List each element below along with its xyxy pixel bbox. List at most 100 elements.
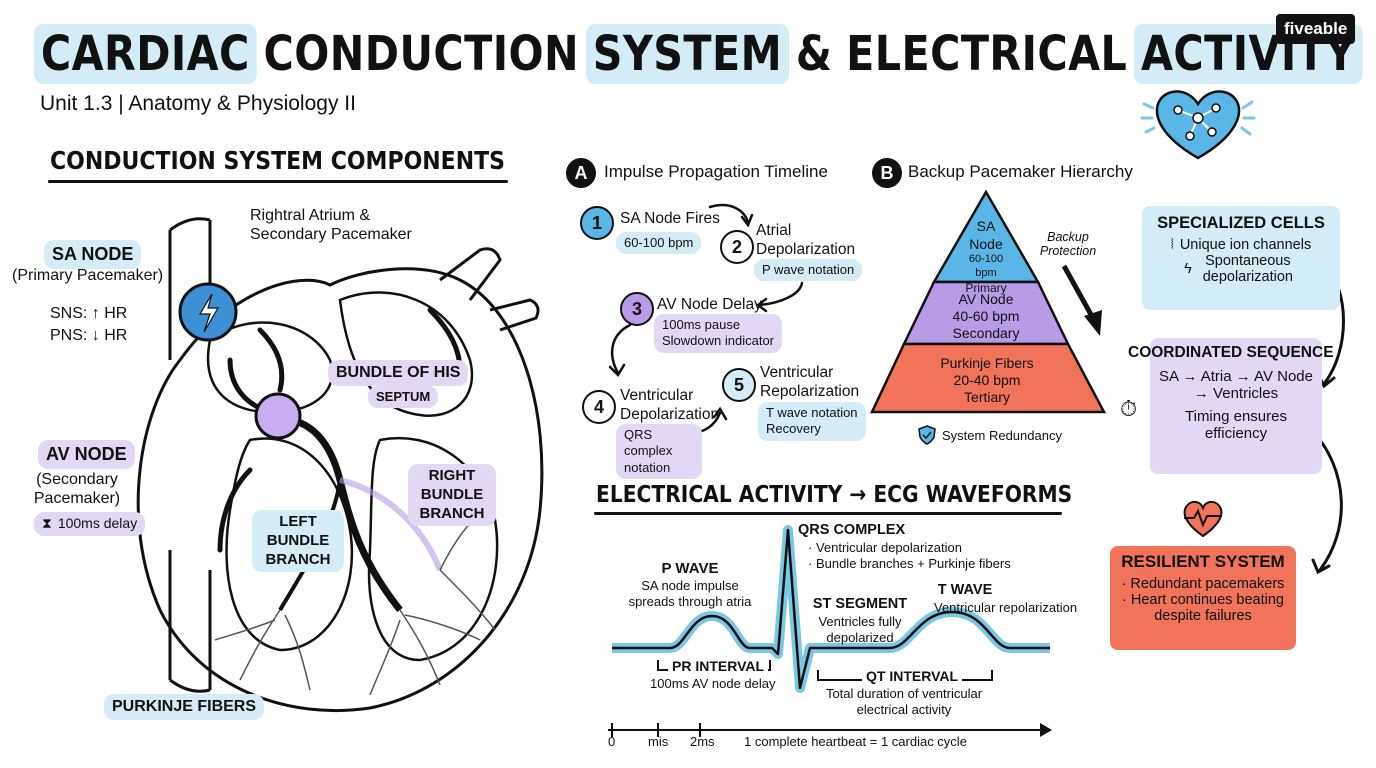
step-2-note: P wave notation bbox=[754, 259, 863, 282]
axis-caption: 1 complete heartbeat = 1 cardiac cycle bbox=[744, 734, 967, 749]
st-desc: Ventricles fully depolarized bbox=[818, 614, 902, 646]
ecg-heading: ELECTRICAL ACTIVITY → ECG WAVEFORMS bbox=[596, 482, 1073, 508]
redundancy-text: System Redundancy bbox=[942, 427, 1062, 443]
tier-2-line-1: AV Node bbox=[958, 291, 1014, 307]
right-bundle-label: RIGHT BUNDLE BRANCH bbox=[408, 464, 496, 527]
pr-title: PR INTERVAL bbox=[668, 658, 769, 674]
step-1-title: SA Node Fires bbox=[620, 210, 720, 227]
heart-diagram bbox=[136, 217, 544, 712]
backup-note: Backup Protection bbox=[1039, 230, 1097, 258]
qrs-item-2: · Bundle branches + Purkinje fibers bbox=[808, 556, 1011, 571]
av-node-subtitle: (Secondary Pacemaker) bbox=[33, 471, 121, 508]
qt-title: QT INTERVAL bbox=[862, 668, 963, 684]
components-heading: CONDUCTION SYSTEM COMPONENTS bbox=[50, 146, 505, 175]
hourglass-icon: ⧗ bbox=[42, 515, 52, 531]
t-wave-title: T WAVE bbox=[937, 582, 993, 598]
components-underline bbox=[48, 180, 508, 183]
tier-3-line-1: Purkinje Fibers bbox=[940, 355, 1034, 371]
coordinated-sequence-card: COORDINATED SEQUENCE SA → Atria → AV Nod… bbox=[1128, 338, 1334, 474]
hierarchy-badge: B bbox=[872, 158, 902, 188]
page-subtitle: Unit 1.3 | Anatomy & Physiology II bbox=[40, 92, 356, 115]
specialized-cells-card: SPECIALIZED CELLS ⦚ Unique ion channels ϟ… bbox=[1142, 206, 1340, 310]
tier-2: AV Node 40-60 bpm Secondary bbox=[930, 291, 1042, 342]
title-word-4: & bbox=[795, 26, 833, 82]
step-4-note: QRS complex notation bbox=[616, 424, 702, 479]
purkinje-label: PURKINJE FIBERS bbox=[104, 694, 265, 720]
tier-1-line-3: 60-100 bpm bbox=[968, 253, 1004, 279]
fiveable-logo[interactable]: fiveable bbox=[1276, 14, 1356, 44]
step-5-note-2: Recovery bbox=[766, 421, 821, 437]
av-node-title: AV NODE bbox=[38, 440, 135, 469]
step-2-number: 2 bbox=[720, 230, 754, 264]
step-4-title: Ventricular Depolarization bbox=[620, 387, 720, 423]
redundancy-note: System Redundancy bbox=[918, 425, 1062, 445]
right-atrium-label: Rightral Atrium & Secondary Pacemaker bbox=[250, 207, 412, 244]
resilient-item-1: · Redundant pacemakers bbox=[1121, 576, 1285, 592]
tier-3: Purkinje Fibers 20-40 bpm Tertiary bbox=[914, 355, 1060, 406]
septum-label: SEPTUM bbox=[368, 386, 439, 409]
coordinated-note: Timing ensures efficiency bbox=[1185, 408, 1287, 442]
step-5-number: 5 bbox=[722, 368, 756, 402]
title-word-1: CARDIAC bbox=[34, 24, 257, 84]
hierarchy-heading: Backup Pacemaker Hierarchy bbox=[908, 162, 1133, 181]
axis-tick-0: 0 bbox=[608, 734, 616, 749]
heart-network-icon bbox=[1140, 90, 1256, 160]
axis-tick-2: 2ms bbox=[690, 734, 715, 749]
tier-1: SA Node 60-100 bpm Primary bbox=[960, 218, 1012, 296]
step-3-title: AV Node Delay bbox=[657, 296, 762, 313]
pacemaker-pyramid bbox=[870, 189, 1107, 414]
stopwatch-icon: ⏱ bbox=[1120, 396, 1138, 421]
ion-channel-icon: ⦚ bbox=[1170, 237, 1174, 253]
left-bundle-label: LEFT BUNDLE BRANCH bbox=[252, 510, 344, 573]
step-1-number: 1 bbox=[580, 206, 614, 240]
bundle-of-his-title: BUNDLE OF HIS bbox=[328, 360, 469, 386]
pr-desc: 100ms AV node delay bbox=[650, 676, 776, 691]
sa-node-subtitle: (Primary Pacemaker) bbox=[12, 267, 164, 284]
resilient-title: RESILIENT SYSTEM bbox=[1121, 552, 1285, 571]
qrs-title: QRS COMPLEX bbox=[798, 522, 906, 538]
tier-2-line-3: Secondary bbox=[952, 325, 1020, 342]
step-3-note-1: 100ms pause bbox=[662, 317, 741, 332]
step-3-note-2: Slowdown indicator bbox=[662, 333, 775, 349]
tier-2-line-2: 40-60 bpm bbox=[952, 308, 1020, 325]
axis-tick-1: mis bbox=[648, 734, 669, 749]
page-title: CARDIAC CONDUCTION SYSTEM & ELECTRICAL A… bbox=[34, 22, 1363, 86]
step-1-note: 60-100 bpm bbox=[616, 232, 702, 255]
av-delay-text: 100ms delay bbox=[57, 515, 138, 531]
shield-icon bbox=[918, 425, 936, 445]
step-5-notes: T wave notation Recovery bbox=[758, 402, 866, 441]
title-word-3: SYSTEM bbox=[585, 24, 790, 84]
specialized-item-2: Spontaneous depolarization bbox=[1202, 253, 1293, 285]
step-3-notes: 100ms pause Slowdown indicator bbox=[654, 314, 783, 353]
qrs-item-1: · Ventricular depolarization bbox=[808, 540, 962, 555]
title-word-2: CONDUCTION bbox=[263, 26, 580, 82]
timeline-heading: Impulse Propagation Timeline bbox=[604, 162, 828, 181]
ecg-underline bbox=[594, 512, 1062, 515]
tier-3-line-3: Tertiary bbox=[964, 389, 1010, 406]
step-2-title: Atrial Depolarization bbox=[756, 222, 856, 258]
specialized-item-1: Unique ion channels bbox=[1179, 237, 1312, 253]
av-delay-tag: ⧗ 100ms delay bbox=[34, 512, 146, 536]
coordinated-title: COORDINATED SEQUENCE bbox=[1128, 344, 1334, 361]
step-5-note-1: T wave notation bbox=[766, 405, 858, 420]
title-word-5: ELECTRICAL bbox=[846, 26, 1128, 82]
step-3-number: 3 bbox=[620, 292, 654, 326]
lightning-icon: ϟ bbox=[1184, 261, 1192, 277]
qt-desc: Total duration of ventricular electrical… bbox=[825, 686, 983, 718]
t-wave-desc: Ventricular repolarization bbox=[934, 600, 1078, 615]
pns-label: PNS: ↓ HR bbox=[50, 327, 128, 344]
tier-3-line-2: 20-40 bpm bbox=[953, 372, 1021, 389]
step-5-title: Ventricular Repolarization bbox=[760, 364, 860, 400]
resilient-item-2: · Heart continues beating despite failur… bbox=[1121, 592, 1284, 624]
st-title: ST SEGMENT bbox=[812, 596, 908, 612]
tier-1-line-4: Primary bbox=[965, 280, 1007, 295]
specialized-title: SPECIALIZED CELLS bbox=[1157, 214, 1325, 232]
heartbeat-icon bbox=[1183, 500, 1223, 538]
coordinated-seq: SA → Atria → AV Node → Ventricles bbox=[1159, 368, 1313, 402]
tier-1-line-1: SA bbox=[976, 218, 996, 234]
tier-1-line-2: Node bbox=[969, 235, 1003, 252]
p-wave-desc: SA node impulse spreads through atria bbox=[628, 578, 752, 610]
p-wave-title: P WAVE bbox=[661, 560, 719, 577]
sns-label: SNS: ↑ HR bbox=[50, 305, 128, 322]
step-4-number: 4 bbox=[582, 390, 616, 424]
